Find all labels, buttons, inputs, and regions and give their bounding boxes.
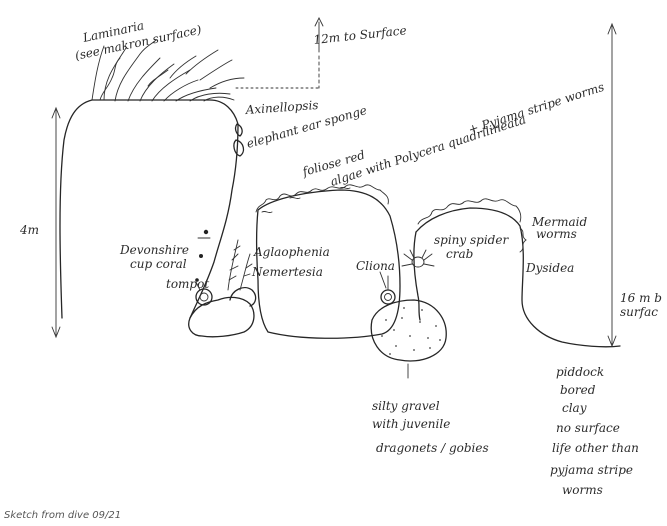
height-label: 4m — [19, 223, 39, 237]
tompot-label: tompot — [166, 277, 209, 291]
silty-label-3: dragonets / gobies — [376, 441, 489, 455]
nemertesia-label: Nemertesia — [251, 265, 323, 279]
height-arrow — [52, 108, 60, 337]
dysidea-label: Dysidea — [525, 261, 574, 275]
piddock-label-2: bored — [560, 383, 596, 397]
depth-arrow — [608, 24, 616, 346]
spider-crab-drawing — [402, 250, 434, 267]
depth-label-2: surfac — [620, 305, 658, 319]
devonshire-label-1: Devonshire — [119, 243, 189, 257]
cliona-label: Cliona — [356, 259, 395, 273]
depth-label-1: 16 m b — [620, 291, 662, 305]
mermaid-label-2: worms — [536, 227, 577, 241]
piddock-label-3: clay — [562, 401, 587, 415]
spider-crab-label-2: crab — [446, 247, 473, 261]
piddock-label-1: piddock — [556, 365, 604, 379]
aglaophenia-label: Aglaophenia — [253, 245, 330, 259]
middle-rock-algae — [256, 185, 388, 212]
devonshire-label-2: cup coral — [130, 257, 187, 271]
gravel-dots — [381, 307, 441, 355]
surface-12m-label: 12m to Surface — [313, 23, 407, 47]
piddock-label-5: life other than — [552, 441, 639, 455]
piddock-label-6: pyjama stripe — [550, 463, 633, 477]
silty-label-2: with juvenile — [372, 417, 450, 431]
axinella-label: Axinellopsis — [244, 98, 319, 117]
surface-marker — [236, 18, 323, 88]
right-rock-outline — [416, 208, 620, 347]
foliose-label-3: + Pyjama stripe worms — [467, 80, 606, 137]
left-rock-outline — [60, 100, 238, 318]
spider-crab-label-1: spiny spider — [434, 233, 509, 247]
sketch-caption: Sketch from dive 09/21 — [4, 510, 121, 521]
seabed-sketch: Laminaria (see makron surface) 12m to Su… — [0, 0, 667, 510]
silty-label-1: silty gravel — [372, 399, 440, 413]
piddock-label-7: worms — [562, 483, 603, 497]
silty-gravel-patch — [371, 300, 446, 361]
piddock-label-4: no surface — [556, 421, 620, 435]
hydroid-fronds — [228, 240, 252, 290]
